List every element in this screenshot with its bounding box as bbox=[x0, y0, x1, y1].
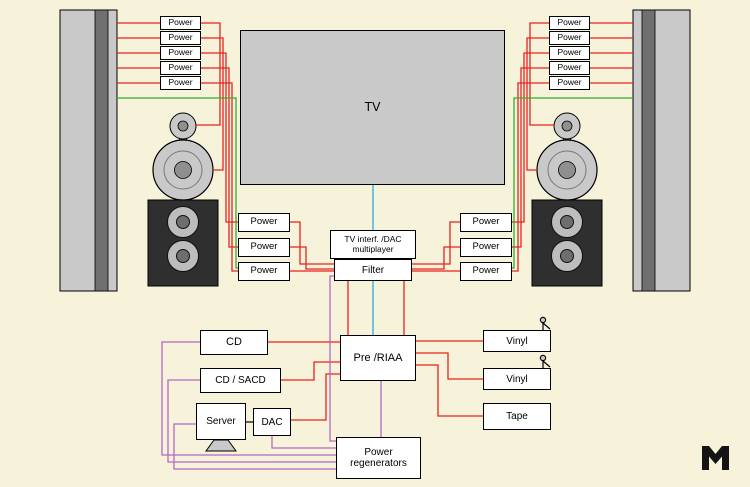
tv-interface-dac-box: TV interf. /DAC multiplayer bbox=[330, 230, 416, 259]
mains-wiring-red bbox=[117, 22, 633, 421]
cabinet-driver-hub bbox=[560, 249, 574, 263]
power-regenerators-label-line2: regenerators bbox=[350, 458, 407, 469]
woofer-hub bbox=[174, 161, 192, 179]
power-regenerators-label-line1: Power bbox=[364, 447, 393, 458]
power-box: Power bbox=[549, 31, 590, 45]
tv-box: TV bbox=[240, 30, 505, 185]
woofer-ring bbox=[547, 150, 587, 190]
power-box: Power bbox=[160, 61, 201, 75]
power-box: Power bbox=[160, 76, 201, 90]
tonearm-icon bbox=[539, 354, 551, 368]
cabinet-driver-hub bbox=[176, 249, 190, 263]
pre-riaa-box: Pre /RIAA bbox=[340, 335, 416, 381]
server-monitor: Server bbox=[196, 403, 246, 440]
tonearm-icon bbox=[539, 316, 551, 330]
tv-interface-label-line1: TV interf. /DAC bbox=[344, 234, 402, 245]
power-box: Power bbox=[460, 238, 512, 257]
right-panel-speaker bbox=[632, 9, 691, 292]
cabinet-driver-hub bbox=[176, 215, 190, 229]
power-box: Power bbox=[238, 238, 290, 257]
power-box: Power bbox=[549, 76, 590, 90]
tape-deck-box: Tape bbox=[483, 403, 551, 430]
power-regenerators-box: Power regenerators bbox=[336, 437, 421, 479]
cd-sacd-player-box: CD / SACD bbox=[200, 368, 281, 393]
left-panel-speaker bbox=[59, 9, 118, 292]
power-box: Power bbox=[238, 262, 290, 281]
server-monitor-stand bbox=[205, 439, 237, 452]
power-box: Power bbox=[549, 16, 590, 30]
vinyl-turntable-box-1: Vinyl bbox=[483, 330, 551, 352]
tweeter-hub bbox=[177, 120, 189, 132]
woofer-hub bbox=[558, 161, 576, 179]
filter-box: Filter bbox=[334, 259, 412, 281]
power-box: Power bbox=[160, 46, 201, 60]
cd-player-box: CD bbox=[200, 330, 268, 355]
power-box: Power bbox=[549, 46, 590, 60]
tv-interface-label-line2: multiplayer bbox=[352, 243, 394, 254]
power-box: Power bbox=[160, 16, 201, 30]
power-box: Power bbox=[460, 262, 512, 281]
power-box: Power bbox=[160, 31, 201, 45]
cabinet-driver-hub bbox=[560, 215, 574, 229]
left-speaker-stack bbox=[147, 112, 219, 287]
right-speaker-stack bbox=[531, 112, 603, 287]
power-box: Power bbox=[238, 213, 290, 232]
tweeter-hub bbox=[561, 120, 573, 132]
speaker-wiring-green bbox=[117, 97, 633, 269]
power-box: Power bbox=[549, 61, 590, 75]
regenerator-wiring-purple bbox=[161, 275, 382, 470]
brand-logo bbox=[702, 446, 729, 470]
dac-box: DAC bbox=[253, 408, 291, 436]
woofer-ring bbox=[163, 150, 203, 190]
vinyl-turntable-box-2: Vinyl bbox=[483, 368, 551, 390]
power-box: Power bbox=[460, 213, 512, 232]
